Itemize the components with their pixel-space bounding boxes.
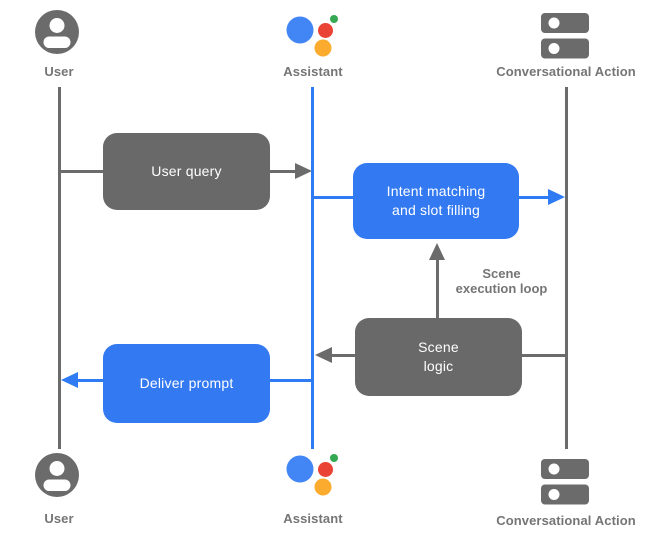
intent-line-end — [519, 196, 549, 199]
scene-logic-line-end — [332, 354, 355, 357]
scene-loop-label-line1: Scene — [482, 266, 521, 281]
server-icon — [541, 13, 589, 59]
intent-matching-box: Intent matching and slot filling — [353, 163, 519, 239]
google-assistant-icon — [286, 454, 338, 496]
user-avatar-icon — [35, 10, 79, 54]
user-label: User — [44, 64, 74, 79]
intent-matching-line1: Intent matching — [386, 183, 486, 199]
user-query-line-start — [60, 170, 104, 173]
deliver-prompt-arrowhead — [61, 372, 78, 388]
user-query-label: User query — [151, 163, 222, 179]
assistant-label: Assistant — [283, 64, 343, 79]
scene-loop-label-line2: execution loop — [455, 281, 548, 296]
scene-logic-line1: Scene — [418, 339, 459, 355]
user-query-line-end — [270, 170, 297, 173]
deliver-prompt-label: Deliver prompt — [139, 375, 234, 391]
scene-logic-line2: logic — [423, 358, 454, 374]
server-icon — [541, 459, 589, 505]
lifeline-assistant — [311, 87, 314, 449]
deliver-prompt-line-end — [78, 379, 103, 382]
user-label: User — [44, 511, 74, 526]
deliver-prompt-line-start — [270, 379, 313, 382]
intent-line-start — [313, 196, 354, 199]
scene-logic-line-start — [522, 354, 566, 357]
lifeline-conversational-action — [565, 87, 568, 449]
scene-logic-box: Scene logic — [355, 318, 522, 396]
deliver-prompt-box: Deliver prompt — [103, 344, 270, 423]
conversational-action-label: Conversational Action — [496, 513, 636, 528]
scene-logic-arrowhead — [315, 347, 332, 363]
user-query-arrowhead — [295, 163, 312, 179]
scene-loop-line — [436, 258, 439, 318]
assistant-label: Assistant — [283, 511, 343, 526]
scene-execution-loop-label: Scene execution loop — [444, 266, 559, 296]
conversational-action-label: Conversational Action — [496, 64, 636, 79]
lifeline-user — [58, 87, 61, 449]
user-avatar-icon — [35, 453, 79, 497]
google-assistant-icon — [286, 15, 338, 57]
user-query-box: User query — [103, 133, 270, 210]
intent-matching-line2: and slot filling — [391, 202, 481, 218]
intent-arrowhead — [548, 189, 565, 205]
scene-loop-arrowhead — [429, 243, 445, 260]
